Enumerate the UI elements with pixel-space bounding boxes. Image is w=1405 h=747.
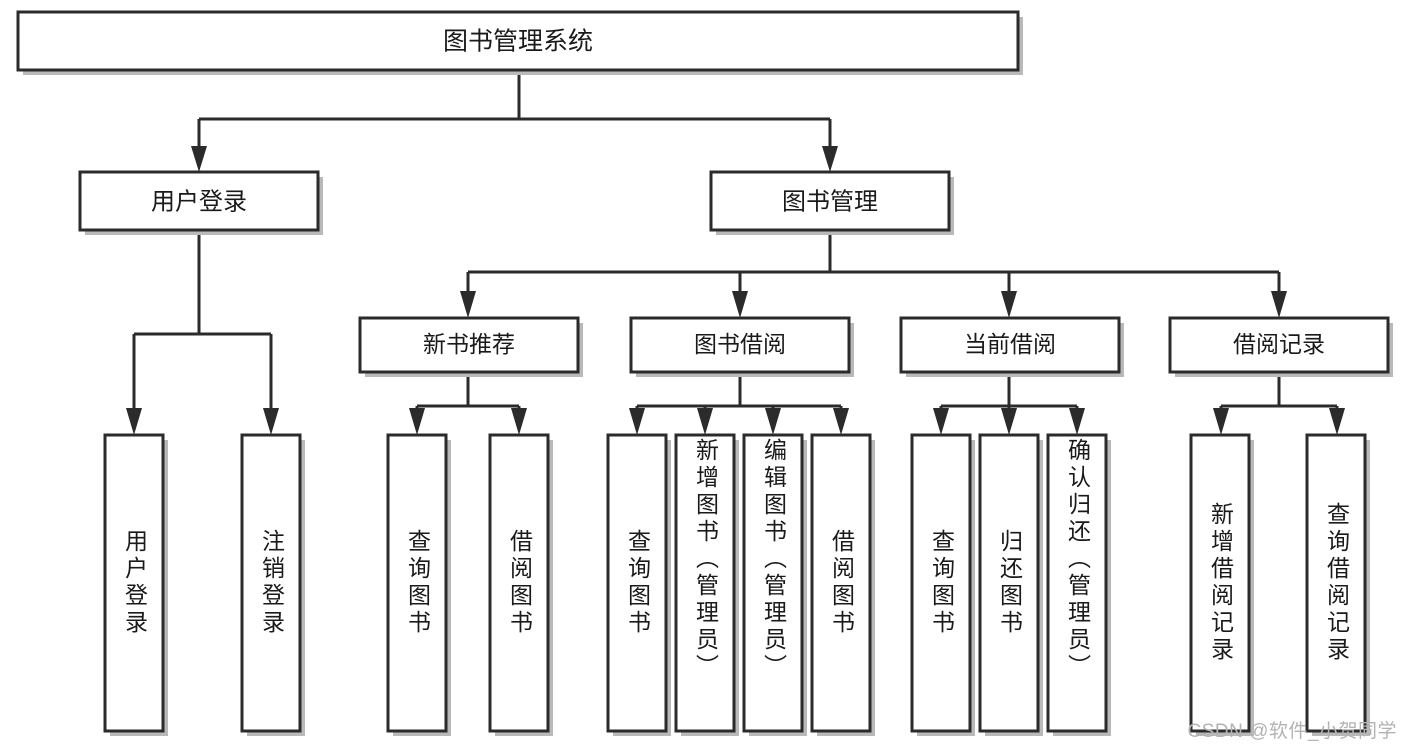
- borrow-record-label: 借阅记录: [1233, 331, 1325, 357]
- book-manage-box: [709, 170, 951, 232]
- root-label: 图书管理系统: [443, 28, 593, 56]
- leaf-query-book-1-box: [386, 433, 448, 733]
- new-book-recommend-label: 新书推荐: [423, 331, 515, 357]
- node-leaf-query-record[interactable]: [1305, 433, 1370, 736]
- connectors: [126, 72, 1345, 435]
- book-borrow-label: 图书借阅: [694, 331, 786, 357]
- arrow-to-leaf-query-book-1: [409, 408, 425, 435]
- arrow-to-leaf-add-record: [1213, 408, 1229, 435]
- leaf-query-book-2-box: [606, 433, 668, 733]
- current-borrow-box: [899, 316, 1121, 374]
- node-leaf-query-book-2[interactable]: [606, 433, 671, 736]
- node-root-book-management-system[interactable]: 图书管理系统: [16, 10, 1023, 75]
- node-leaf-borrow-book-1[interactable]: [488, 433, 553, 736]
- leaf-confirm-return-box: [1046, 433, 1108, 733]
- leaf-edit-book-box: [742, 433, 804, 733]
- leaf-user-login-box: [103, 433, 165, 733]
- arrow-to-leaf-query-record: [1329, 408, 1345, 435]
- node-leaf-user-logout[interactable]: [240, 433, 305, 736]
- book-manage-label: 图书管理: [782, 188, 878, 215]
- arrow-to-book-borrow: [732, 291, 748, 318]
- leaf-nodes: [103, 433, 1370, 736]
- node-book-manage[interactable]: 图书管理: [709, 170, 954, 235]
- node-leaf-user-login[interactable]: [103, 433, 168, 736]
- arrow-to-leaf-return-book: [1001, 408, 1017, 435]
- leaf-return-book-box: [978, 433, 1040, 733]
- arrow-to-leaf-user-login: [126, 408, 142, 435]
- new-book-recommend-box: [358, 316, 580, 374]
- arrow-to-leaf-borrow-book-1: [511, 408, 527, 435]
- node-leaf-confirm-return[interactable]: [1046, 433, 1111, 736]
- arrow-to-borrow-record: [1271, 291, 1287, 318]
- leaf-borrow-book-2-box: [810, 433, 872, 733]
- node-leaf-query-book-1[interactable]: [386, 433, 451, 736]
- leaf-user-logout-box: [240, 433, 302, 733]
- leaf-add-book-box: [674, 433, 736, 733]
- node-book-borrow[interactable]: 图书借阅: [629, 316, 854, 377]
- node-leaf-query-book-3[interactable]: [910, 433, 975, 736]
- user-login-label: 用户登录: [151, 188, 247, 215]
- node-leaf-edit-book[interactable]: [742, 433, 807, 736]
- leaf-add-record-box: [1189, 433, 1251, 733]
- current-borrow-label: 当前借阅: [964, 331, 1056, 357]
- arrow-to-user-login: [191, 146, 207, 172]
- leaf-query-record-box: [1305, 433, 1367, 733]
- arrow-to-leaf-edit-book: [765, 408, 781, 435]
- arrow-to-leaf-confirm-return: [1069, 408, 1085, 435]
- book-borrow-box: [629, 316, 851, 374]
- borrow-record-box: [1168, 316, 1390, 374]
- node-user-login[interactable]: 用户登录: [78, 170, 323, 235]
- node-borrow-record[interactable]: 借阅记录: [1168, 316, 1393, 377]
- node-leaf-add-record[interactable]: [1189, 433, 1254, 736]
- arrow-to-new-book-recommend: [460, 291, 476, 318]
- leaf-borrow-book-1-box: [488, 433, 550, 733]
- user-login-box: [78, 170, 320, 232]
- arrow-to-leaf-borrow-book-2: [833, 408, 849, 435]
- leaf-query-book-3-box: [910, 433, 972, 733]
- node-current-borrow[interactable]: 当前借阅: [899, 316, 1124, 377]
- node-leaf-return-book[interactable]: [978, 433, 1043, 736]
- arrow-to-current-borrow: [1001, 291, 1017, 318]
- root-box: [16, 10, 1020, 72]
- arrow-to-leaf-query-book-3: [933, 408, 949, 435]
- node-new-book-recommend[interactable]: 新书推荐: [358, 316, 583, 377]
- arrow-to-book-manage: [822, 146, 838, 172]
- node-leaf-borrow-book-2[interactable]: [810, 433, 875, 736]
- arrow-to-leaf-add-book: [697, 408, 713, 435]
- node-leaf-add-book[interactable]: [674, 433, 739, 736]
- watermark-text: CSDN @软件_小贺同学: [1187, 721, 1397, 742]
- arrow-to-leaf-user-logout: [263, 408, 279, 435]
- arrow-to-leaf-query-book-2: [629, 408, 645, 435]
